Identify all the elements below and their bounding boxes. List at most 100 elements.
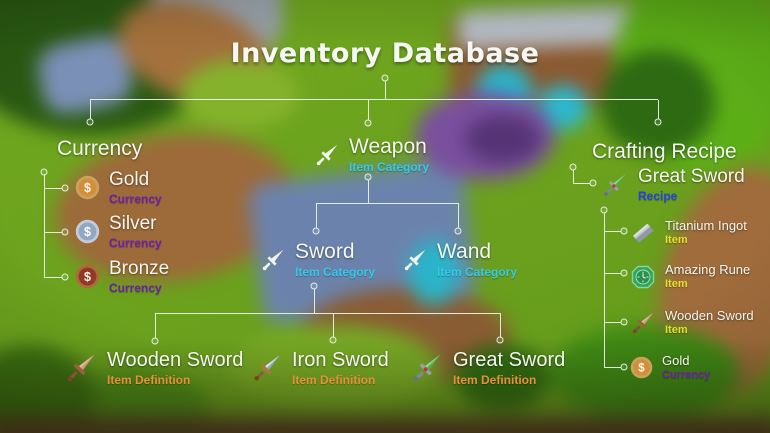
node-tag: Currency — [109, 191, 162, 206]
connector-joint-dot — [310, 282, 318, 290]
connector-line — [368, 180, 369, 203]
connector-joint-dot — [620, 269, 628, 277]
svg-text:$: $ — [84, 225, 91, 239]
node-label: Wand — [437, 240, 492, 263]
background-blob — [455, 345, 550, 410]
node-label: Wooden Sword — [665, 308, 754, 323]
node-label: Weapon — [349, 135, 427, 158]
connector-joint-dot — [600, 206, 608, 214]
node-tag: Currency — [109, 280, 162, 295]
node-label: Great Sword — [453, 349, 566, 371]
connector-line — [604, 273, 621, 274]
wooden-sword-icon — [64, 351, 98, 385]
wooden-sword-icon — [630, 310, 656, 336]
node-tag: Item Category — [295, 265, 376, 280]
connector-line — [500, 313, 501, 337]
connector-joint-dot — [620, 363, 628, 371]
connector-joint-dot — [620, 227, 628, 235]
white-sword-icon — [402, 247, 428, 273]
svg-text:$: $ — [84, 181, 91, 195]
green-sword-icon — [601, 171, 629, 199]
white-sword-icon — [314, 142, 340, 168]
connector-joint-dot — [364, 173, 372, 181]
connector-joint-dot — [86, 118, 94, 126]
connector-joint-dot — [151, 337, 159, 345]
node-tag: Item — [665, 323, 688, 336]
connector-joint-dot — [381, 74, 389, 82]
iron-sword-icon — [251, 352, 283, 384]
connector-joint-dot — [454, 227, 462, 235]
node-tag: Item Category — [437, 265, 518, 280]
connector-line — [316, 203, 458, 204]
node-label: Silver — [109, 213, 157, 234]
node-tag: Item Definition — [107, 373, 191, 387]
node-label: Great Sword — [638, 166, 745, 187]
node-tag: Item Category — [349, 160, 430, 175]
connector-line — [658, 100, 659, 119]
connector-line — [316, 203, 317, 228]
connector-joint-dot — [61, 184, 69, 192]
node-label: Wooden Sword — [107, 349, 244, 371]
connector-joint-dot — [620, 318, 628, 326]
connector-joint-dot — [329, 336, 337, 344]
connector-line — [155, 313, 156, 338]
heading-crafting-recipe: Crafting Recipe — [592, 140, 737, 163]
metal-ingot-icon — [630, 220, 656, 246]
connector-line — [44, 175, 45, 277]
node-label: Gold — [109, 169, 150, 190]
node-tag: Recipe — [638, 188, 678, 203]
node-tag: Item Definition — [292, 373, 376, 387]
green-rune-icon — [630, 264, 656, 290]
node-tag: Item — [665, 277, 688, 290]
connector-joint-dot — [496, 336, 504, 344]
connector-line — [155, 313, 500, 314]
connector-line — [44, 188, 62, 189]
connector-line — [604, 322, 621, 323]
green-sword-icon — [410, 351, 444, 385]
node-label: Gold — [662, 353, 690, 368]
gold-coin-icon: $ — [630, 356, 653, 379]
connector-line — [573, 183, 590, 184]
node-label: Bronze — [109, 258, 170, 279]
connector-joint-dot — [569, 163, 577, 171]
connector-joint-dot — [61, 228, 69, 236]
connector-line — [333, 313, 334, 337]
connector-line — [385, 81, 386, 99]
background-blob — [0, 418, 770, 433]
connector-joint-dot — [40, 168, 48, 176]
connector-line — [314, 289, 315, 313]
connector-line — [573, 170, 574, 183]
node-tag: Currency — [109, 235, 162, 250]
node-label: Iron Sword — [292, 349, 389, 371]
svg-text:$: $ — [84, 270, 91, 284]
connector-line — [458, 203, 459, 228]
connector-joint-dot — [312, 227, 320, 235]
gold-coin-icon: $ — [75, 175, 100, 200]
connector-line — [604, 231, 621, 232]
background-blob — [180, 60, 300, 130]
node-tag: Item — [665, 233, 688, 246]
connector-joint-dot — [654, 118, 662, 126]
node-label: Amazing Rune — [665, 262, 751, 277]
white-sword-icon — [260, 247, 286, 273]
diagram-title: Inventory Database — [230, 38, 540, 69]
bronze-coin-icon: $ — [75, 264, 100, 289]
silver-coin-icon: $ — [75, 219, 100, 244]
background-blob — [465, 115, 540, 163]
connector-line — [90, 99, 658, 100]
connector-line — [90, 100, 91, 119]
